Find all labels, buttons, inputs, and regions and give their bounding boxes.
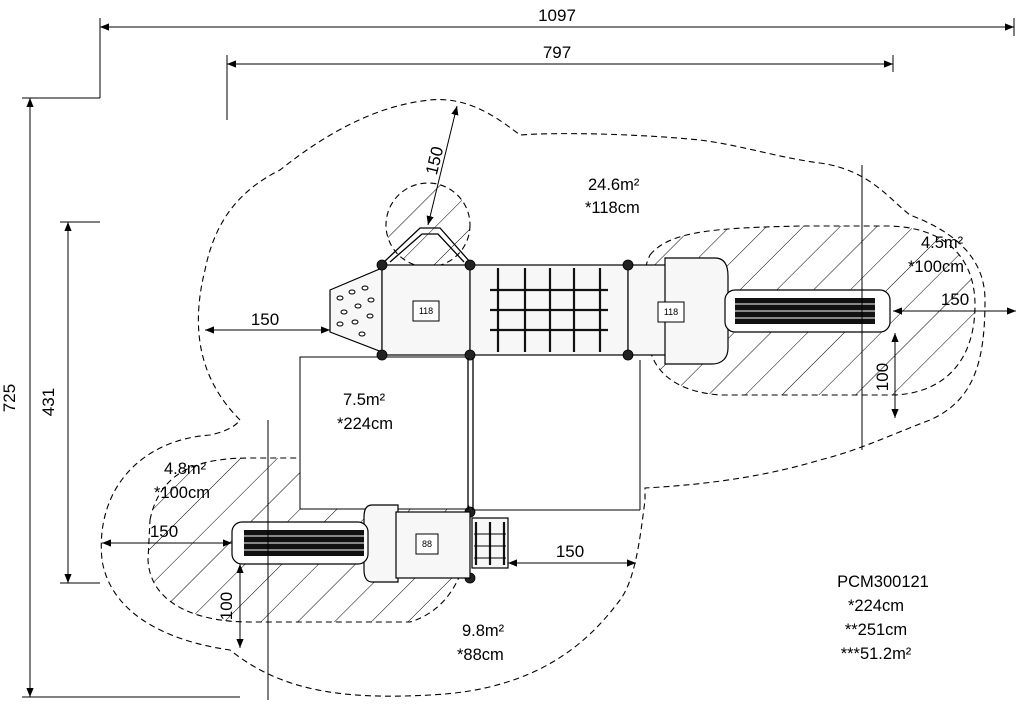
product-height-2: **251cm [845, 621, 907, 639]
under-deck-area-right [470, 360, 642, 510]
area-label-right-slide: 4.5m² [921, 234, 964, 252]
dimension-total-width: 1097 [538, 6, 576, 25]
slide-start-hood-left [363, 504, 399, 583]
slide-start-hood-right [664, 257, 729, 365]
safety-zone-outline [100, 99, 986, 697]
dimension-total-height: 725 [0, 384, 19, 412]
height-label-main: *118cm [585, 199, 640, 217]
dimension-inner-width: 797 [543, 43, 571, 62]
product-height-1: *224cm [848, 597, 904, 615]
deck-tag-low-box [415, 533, 439, 555]
dimension-fall-bottom-mid: 150 [556, 542, 584, 561]
dimension-fall-right: 150 [941, 290, 969, 309]
deck-tag-right-box [657, 301, 685, 323]
height-label-right-slide: *100cm [908, 258, 964, 276]
product-code: PCM300121 [837, 573, 929, 591]
deck-tag-left: 118 [419, 306, 433, 316]
climbing-holds [336, 285, 375, 337]
under-deck-area [299, 356, 469, 510]
dimension-slide-right-exit: 100 [873, 363, 892, 391]
height-label-under-deck: *224cm [337, 415, 393, 433]
climbing-wall-left [329, 267, 383, 353]
access-arch [383, 227, 471, 263]
deck-tag-left-box [412, 300, 440, 322]
dimension-fall-left: 150 [251, 310, 279, 329]
dimension-fall-bottom-left: 150 [150, 522, 178, 541]
dimension-inner-height: 431 [39, 388, 58, 416]
area-label-low-deck: 9.8m² [462, 622, 505, 640]
area-label-under-deck: 7.5m² [343, 391, 386, 409]
deck-tag-right: 118 [664, 307, 678, 317]
height-label-low-deck: *88cm [457, 646, 504, 664]
area-label-left-slide: 4.8m² [164, 460, 207, 478]
net-grid [490, 268, 608, 352]
dimension-slide-left-exit: 100 [217, 592, 236, 620]
dimension-fall-top-left: 150 [422, 145, 447, 177]
area-label-main: 24.6m² [588, 176, 640, 194]
deck-tag-low: 88 [422, 539, 432, 549]
dimension-line-fall-top-left [426, 105, 459, 226]
product-area-total: ***51.2m² [841, 645, 912, 663]
height-label-left-slide: *100cm [154, 484, 210, 502]
